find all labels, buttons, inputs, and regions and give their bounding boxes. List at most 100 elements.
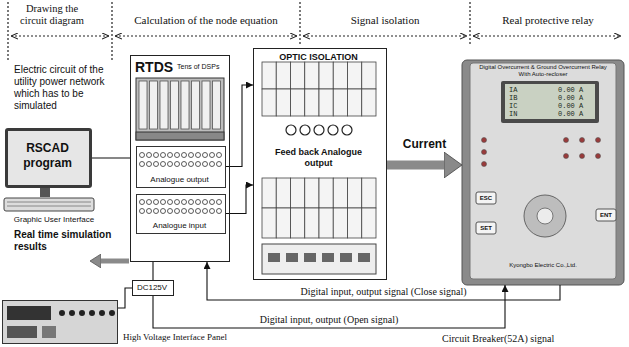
rack-frame — [136, 132, 224, 140]
computer-base — [4, 198, 94, 211]
terminal-block — [358, 253, 370, 262]
connector-socket — [175, 200, 180, 205]
connector-socket — [189, 162, 194, 167]
program-name: RSCAD program — [8, 141, 87, 171]
terminal-block — [268, 253, 370, 262]
optic-module — [362, 178, 376, 208]
connector-socket — [140, 200, 145, 205]
connector-socket — [210, 209, 215, 214]
optic-module — [348, 178, 362, 208]
section-guide — [469, 2, 470, 44]
optic-module — [276, 178, 290, 208]
relay-body — [462, 60, 624, 285]
button-label: SET — [476, 224, 496, 232]
interface-panel-body — [7, 306, 51, 320]
terminal-block — [304, 253, 316, 262]
optic-module — [362, 62, 376, 89]
display-reading: 0.00 A — [558, 94, 583, 102]
connector-socket — [196, 153, 201, 158]
relay-body — [537, 208, 553, 224]
dsp-card — [213, 81, 221, 129]
connector-socket — [154, 153, 159, 158]
section-guide — [8, 2, 621, 62]
rack-frame — [136, 78, 224, 140]
connector-socket — [182, 209, 187, 214]
optic-module — [262, 178, 276, 208]
optic-module — [305, 62, 319, 89]
optic-strip — [262, 244, 376, 274]
results-arrow — [101, 259, 129, 264]
connector-socket — [196, 200, 201, 205]
connector-socket — [210, 200, 215, 205]
relay-body — [501, 81, 599, 123]
rack-frame — [136, 78, 224, 140]
connector-label: Digital input, output signal (Close sign… — [298, 286, 468, 298]
optic-module — [291, 62, 305, 89]
optic-module — [319, 178, 333, 208]
optic-module — [305, 178, 319, 208]
relay-body — [462, 60, 624, 285]
relay-body — [476, 192, 496, 204]
optic-module — [262, 178, 376, 238]
monitor-screen: RSCAD programGraphic User Interface — [5, 128, 92, 188]
signal-wire — [207, 262, 560, 300]
dsp-card — [202, 81, 210, 129]
terminal-block — [340, 253, 352, 262]
button-label: ENT — [596, 211, 616, 219]
relay-body — [524, 195, 566, 237]
connector-socket — [203, 153, 208, 158]
relay-body — [470, 63, 616, 279]
connector-socket — [189, 209, 194, 214]
current-arrow — [387, 161, 444, 170]
optic-module — [333, 89, 347, 116]
section-heading: Drawing the circuit diagram — [12, 3, 92, 27]
optic-module — [262, 62, 376, 116]
connector-socket — [168, 209, 173, 214]
connector-socket — [154, 209, 159, 214]
terminal-block — [286, 253, 298, 262]
status-led — [482, 150, 487, 155]
note-text: Real time simulation results — [14, 229, 124, 253]
connector-socket — [210, 162, 215, 167]
panel-caption: High Voltage Interface Panel — [123, 332, 227, 343]
connector-socket — [154, 162, 159, 167]
dsp-card — [160, 81, 168, 129]
simulator-rack: Analogue outputAnalogue inputRTDSTens of… — [130, 55, 230, 262]
optic-module — [262, 89, 276, 116]
connector-socket — [140, 209, 145, 214]
optic-module — [291, 178, 305, 208]
connector-socket — [189, 200, 194, 205]
interface-panel-body — [2, 300, 118, 344]
optic-module — [319, 89, 333, 116]
io-panel: Analogue input — [136, 194, 226, 234]
connector-socket — [147, 153, 152, 158]
connector-socket — [203, 162, 208, 167]
optic-module — [333, 178, 347, 208]
section-heading: Signal isolation — [302, 14, 468, 27]
section-guide — [115, 35, 297, 36]
optic-module — [362, 208, 376, 238]
indicator-lamp — [286, 125, 352, 135]
connector-socket — [154, 200, 159, 205]
relay-body — [476, 222, 496, 234]
connector-socket — [217, 200, 222, 205]
indicator-lamp — [286, 125, 296, 135]
section-guide — [11, 35, 109, 36]
panel-terminal — [69, 310, 75, 316]
display-reading: 0.00 A — [558, 86, 583, 94]
device-title: Digital Overcurrent & Ground Overcurrent… — [476, 64, 610, 78]
connector-socket — [161, 162, 166, 167]
dsp-card — [139, 81, 147, 129]
connector-socket — [140, 162, 145, 167]
connector-socket — [217, 162, 222, 167]
io-panel: Analogue output — [136, 146, 226, 188]
maker-label: Kyongbo Electric Co.,Ltd. — [478, 262, 608, 269]
dsp-card — [181, 81, 189, 129]
isolation-unit: OPTIC ISOLATIONFeed back Analogue output — [253, 48, 387, 280]
connector-socket — [196, 162, 201, 167]
panel-terminal — [59, 310, 65, 316]
display-reading: IA — [509, 86, 517, 94]
connector-socket — [175, 162, 180, 167]
optic-module — [262, 208, 276, 238]
